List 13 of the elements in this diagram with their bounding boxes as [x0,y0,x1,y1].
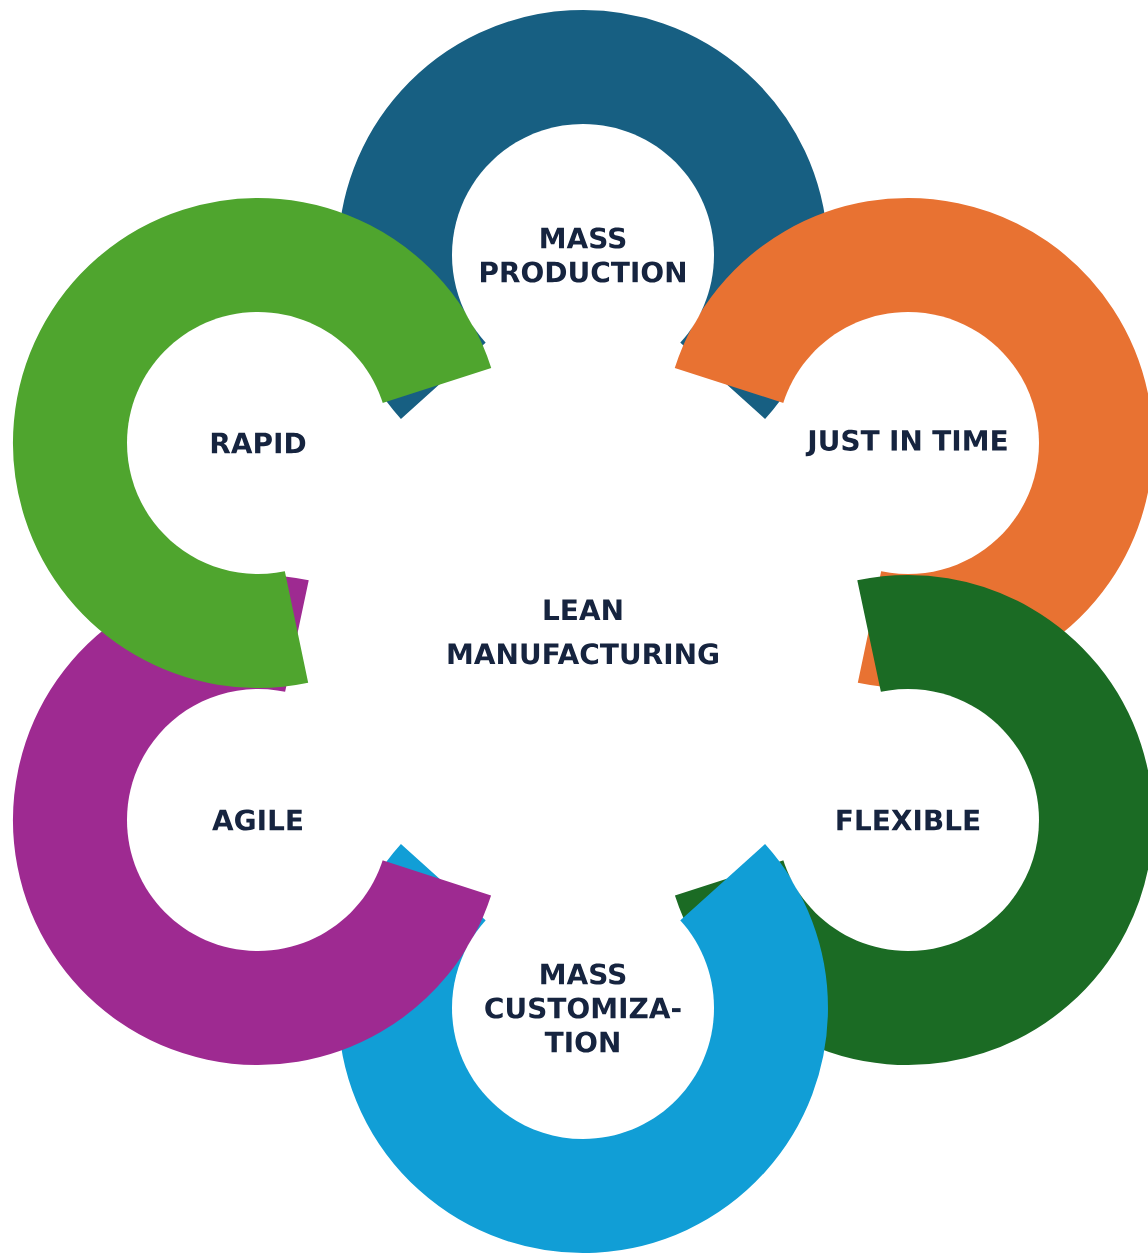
node-label: JUST IN TIME [805,429,1007,457]
circle-node: MASS PRODUCTION [452,124,714,386]
node-label: FLEXIBLE [837,809,980,831]
circle-node: JUST IN TIME [777,312,1039,574]
node-label: MASS CUSTOMIZA- TION [485,963,681,1053]
node-label: RAPID [211,432,306,454]
node-label: AGILE [212,809,302,831]
circle-node: AGILE [127,689,389,951]
circle-node: FLEXIBLE [777,689,1039,951]
node-label: MASS PRODUCTION [480,227,685,283]
circle-node: RAPID [127,312,389,574]
circle-node: MASS CUSTOMIZA- TION [452,877,714,1139]
center-title: LEAN MANUFACTURING [448,599,718,665]
